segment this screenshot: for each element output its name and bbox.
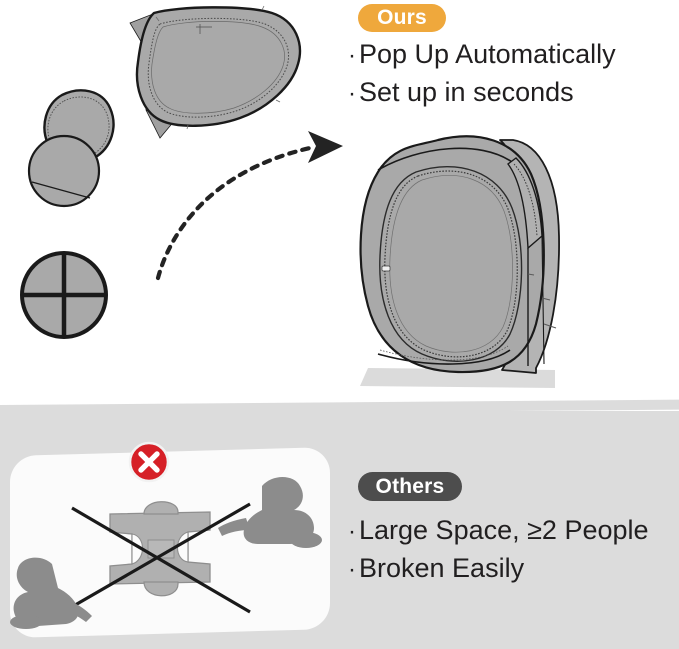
bullet-dot: ·: [348, 518, 356, 545]
ours-badge-label: Ours: [377, 6, 427, 29]
curved-dashed-arrow: [155, 131, 343, 281]
ours-feature-item: · Set up in seconds: [348, 74, 616, 112]
others-feature-text: Large Space, ≥2 People: [359, 515, 649, 545]
folded-tent-oval: [129, 5, 302, 139]
others-feature-text: Broken Easily: [359, 553, 525, 583]
ours-feature-text: Pop Up Automatically: [359, 39, 616, 69]
ours-feature-text: Set up in seconds: [359, 77, 574, 107]
others-feature-item: · Large Space, ≥2 People: [348, 512, 649, 550]
others-badge-label: Others: [375, 474, 445, 498]
ours-feature-item: · Pop Up Automatically: [348, 36, 616, 74]
cross-out-lines: [69, 502, 251, 614]
bullet-dot: ·: [348, 556, 356, 583]
x-mark-badge: [128, 441, 170, 483]
ours-feature-list: · Pop Up Automatically · Set up in secon…: [348, 36, 616, 112]
person-assembling-left: [10, 557, 92, 629]
others-illustration: [10, 447, 330, 638]
folded-tent-disc-lower: [27, 134, 101, 208]
ours-badge: Ours: [358, 4, 446, 32]
folded-tent-bundle-circle: [20, 251, 108, 339]
popup-tent: [359, 135, 560, 388]
others-feature-list: · Large Space, ≥2 People · Broken Easily: [348, 512, 649, 588]
bullet-dot: ·: [348, 80, 356, 107]
ours-panel: Ours · Pop Up Automatically · Set up in …: [20, 4, 616, 388]
person-assembling-right: [218, 477, 322, 548]
others-badge: Others: [358, 472, 462, 501]
pole-tent-scene: [10, 477, 322, 629]
folded-tent-illustration: [20, 5, 302, 339]
bullet-dot: ·: [348, 42, 356, 69]
others-feature-item: · Broken Easily: [348, 550, 649, 588]
